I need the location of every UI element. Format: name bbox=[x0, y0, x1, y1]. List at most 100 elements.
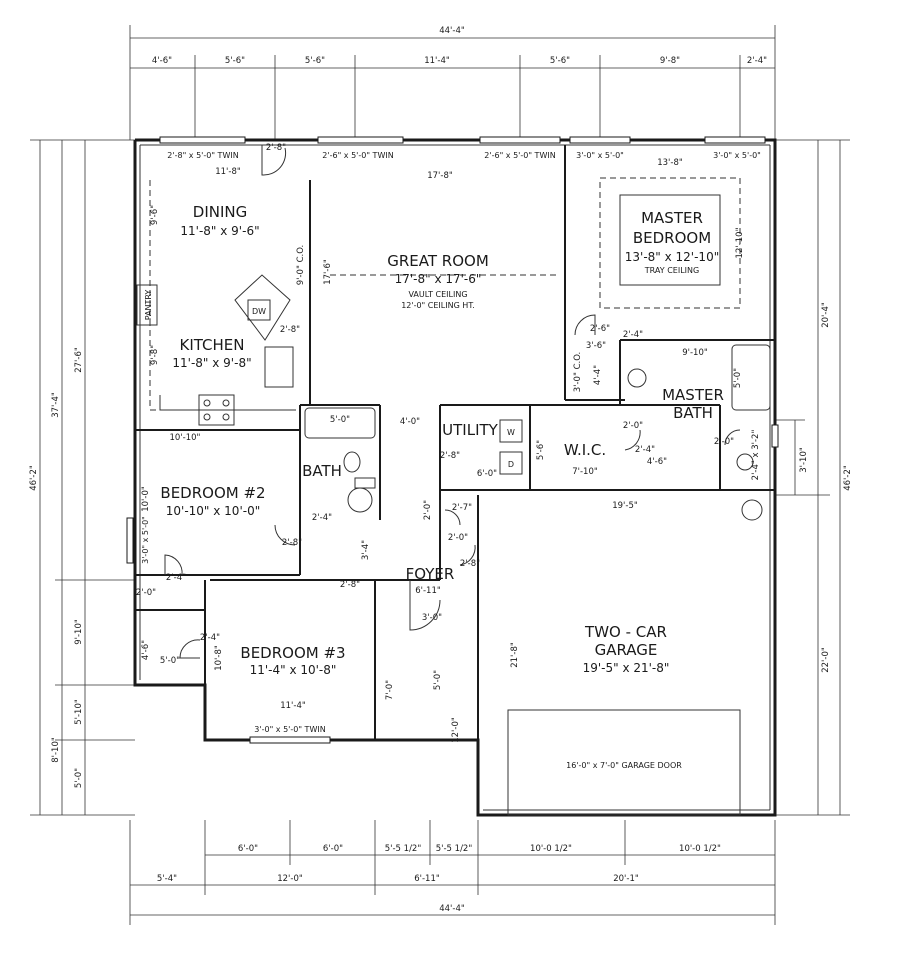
idim-43: 4'-4" bbox=[593, 365, 603, 385]
bath-name: BATH bbox=[302, 462, 342, 480]
burner-1 bbox=[203, 399, 211, 407]
idim-38: 7'-0" bbox=[385, 680, 395, 700]
idim-12: 4'-0" bbox=[400, 417, 420, 427]
idim-7: 17'-6" bbox=[323, 259, 333, 285]
window-master1-label: 3'-0" x 5'-0" bbox=[576, 151, 624, 160]
dim-top-4: 11'-4" bbox=[424, 56, 450, 66]
dim-left-4: 9'-10" bbox=[74, 619, 84, 645]
idim-2: 17'-8" bbox=[427, 171, 453, 181]
idim-24: 3'-4" bbox=[361, 540, 371, 560]
idim-46: 5'-0" bbox=[733, 368, 743, 388]
idim-35: 4'-6" bbox=[141, 640, 151, 660]
left-dimensions: 46'-2" 37'-4" 27'-6" 9'-10" 8'-10" 5'-10… bbox=[29, 139, 135, 816]
master-bedroom-size: 13'-8" x 12'-10" bbox=[625, 250, 719, 264]
dim-bottom-total: 44'-4" bbox=[439, 904, 465, 914]
utility-fixtures: W D bbox=[499, 419, 523, 475]
window-labels: 2'-8" x 5'-0" TWIN 2'-6" x 5'-0" TWIN 2'… bbox=[141, 151, 761, 734]
idim-27: 2'-8" bbox=[460, 559, 480, 569]
top-dimensions: 44'-4" 4'-6" 5'-6" 5'-6" 11'-4" 5'-6" 9'… bbox=[129, 25, 776, 140]
idim-44: 2'-4" bbox=[635, 445, 655, 455]
idim-40: 12'-0" bbox=[451, 717, 461, 743]
window-bath bbox=[771, 424, 779, 448]
dining-size: 11'-8" x 9'-6" bbox=[180, 224, 259, 238]
idim-13: 5'-6" bbox=[536, 440, 546, 460]
window-master2-label: 3'-0" x 5'-0" bbox=[713, 151, 761, 160]
idim-51: 2'-0" bbox=[136, 588, 156, 598]
idim-42: 3'-6" bbox=[586, 341, 606, 351]
dim-top-6: 9'-8" bbox=[660, 56, 680, 66]
washer-label: W bbox=[507, 428, 515, 437]
dim-bottom-1: 6'-0" bbox=[238, 844, 258, 854]
idim-37: 4'-6" bbox=[647, 457, 667, 467]
idim-34: 2'-4" bbox=[623, 330, 643, 340]
dim-bottom-10: 20'-1" bbox=[613, 874, 639, 884]
dim-left-5: 8'-10" bbox=[51, 737, 61, 763]
burner-3 bbox=[203, 413, 211, 421]
foyer-name: FOYER bbox=[406, 565, 455, 583]
window-great-2 bbox=[479, 136, 561, 144]
doors bbox=[164, 145, 741, 659]
dim-left-1: 46'-2" bbox=[29, 465, 39, 491]
idim-15: 19'-5" bbox=[612, 501, 638, 511]
garage-size: 19'-5" x 21'-8" bbox=[583, 661, 670, 675]
utility-name: UTILITY bbox=[442, 421, 499, 439]
garage-name1: TWO - CAR bbox=[584, 623, 667, 641]
toilet bbox=[347, 487, 373, 513]
idim-33: 2'-4" bbox=[200, 633, 220, 643]
bedroom2-size: 10'-10" x 10'-0" bbox=[166, 504, 260, 518]
dim-bottom-4: 5'-5 1/2" bbox=[436, 844, 473, 854]
idim-26: 2'-8" bbox=[440, 451, 460, 461]
idim-32: 2'-4" bbox=[166, 573, 186, 583]
interior-dims: 11'-8" 17'-8" 13'-8" 2'-8" 9'-6" 9'-0" C… bbox=[136, 143, 761, 743]
master-toilet bbox=[736, 453, 754, 471]
master-bedroom-name1: MASTER bbox=[641, 209, 703, 227]
idim-21: 10'-0" bbox=[141, 486, 151, 512]
bottom-dimensions: 6'-0" 6'-0" 5'-5 1/2" 5'-5 1/2" 10'-0 1/… bbox=[129, 820, 776, 925]
idim-5: 9'-6" bbox=[150, 205, 160, 225]
kitchen-fixtures: PANTRY DW bbox=[136, 274, 294, 426]
dim-right-2: 20'-4" bbox=[821, 302, 831, 328]
pantry-label: PANTRY bbox=[144, 290, 153, 321]
garage-name2: GARAGE bbox=[595, 641, 658, 659]
dim-top-total: 44'-4" bbox=[439, 26, 465, 36]
dw-label: DW bbox=[252, 307, 266, 316]
pantry-box bbox=[136, 284, 158, 326]
dim-top-7: 2'-4" bbox=[747, 56, 767, 66]
window-bed2 bbox=[126, 517, 134, 564]
dim-bottom-2: 6'-0" bbox=[323, 844, 343, 854]
idim-20: 10'-8" bbox=[214, 645, 224, 671]
idim-16: 21'-8" bbox=[510, 642, 520, 668]
window-great-1 bbox=[317, 136, 404, 144]
dim-bottom-6: 10'-0 1/2" bbox=[679, 844, 721, 854]
master-bath-name2: BATH bbox=[673, 404, 713, 422]
window-great2-label: 2'-6" x 5'-0" TWIN bbox=[484, 151, 555, 160]
sink bbox=[343, 451, 361, 473]
idim-52: 2'-8" bbox=[280, 325, 300, 335]
idim-9: 12'-10" bbox=[735, 227, 745, 258]
master-bedroom-name2: BEDROOM bbox=[633, 229, 711, 247]
dim-bottom-5: 10'-0 1/2" bbox=[530, 844, 572, 854]
dim-left-2: 37'-4" bbox=[51, 392, 61, 418]
idim-8: 9'-8" bbox=[150, 345, 160, 365]
idim-31: 2'-0" bbox=[448, 533, 468, 543]
idim-19: 11'-4" bbox=[280, 701, 306, 711]
fridge bbox=[264, 346, 294, 388]
idim-3: 13'-8" bbox=[657, 158, 683, 168]
idim-36: 5'-0" bbox=[160, 656, 180, 666]
dim-top-5: 5'-6" bbox=[550, 56, 570, 66]
master-bedroom-note: TRAY CEILING bbox=[644, 266, 699, 275]
garage-door bbox=[507, 709, 741, 816]
bedroom3-size: 11'-4" x 10'-8" bbox=[250, 663, 337, 677]
window-bed2-label: 3'-0" x 5'-0" bbox=[141, 516, 150, 564]
idim-11: 5'-0" bbox=[330, 415, 350, 425]
great-room-note2: 12'-0" CEILING HT. bbox=[401, 301, 475, 310]
idim-30: 2'-0" bbox=[423, 500, 433, 520]
kitchen-size: 11'-8" x 9'-8" bbox=[172, 356, 251, 370]
dining-name: DINING bbox=[193, 203, 247, 221]
dryer bbox=[499, 451, 523, 475]
garage-column bbox=[741, 499, 763, 521]
dim-bottom-8: 12'-0" bbox=[277, 874, 303, 884]
idim-49: 2'-4" x 3'-2" bbox=[751, 430, 761, 481]
window-dining bbox=[159, 136, 246, 144]
